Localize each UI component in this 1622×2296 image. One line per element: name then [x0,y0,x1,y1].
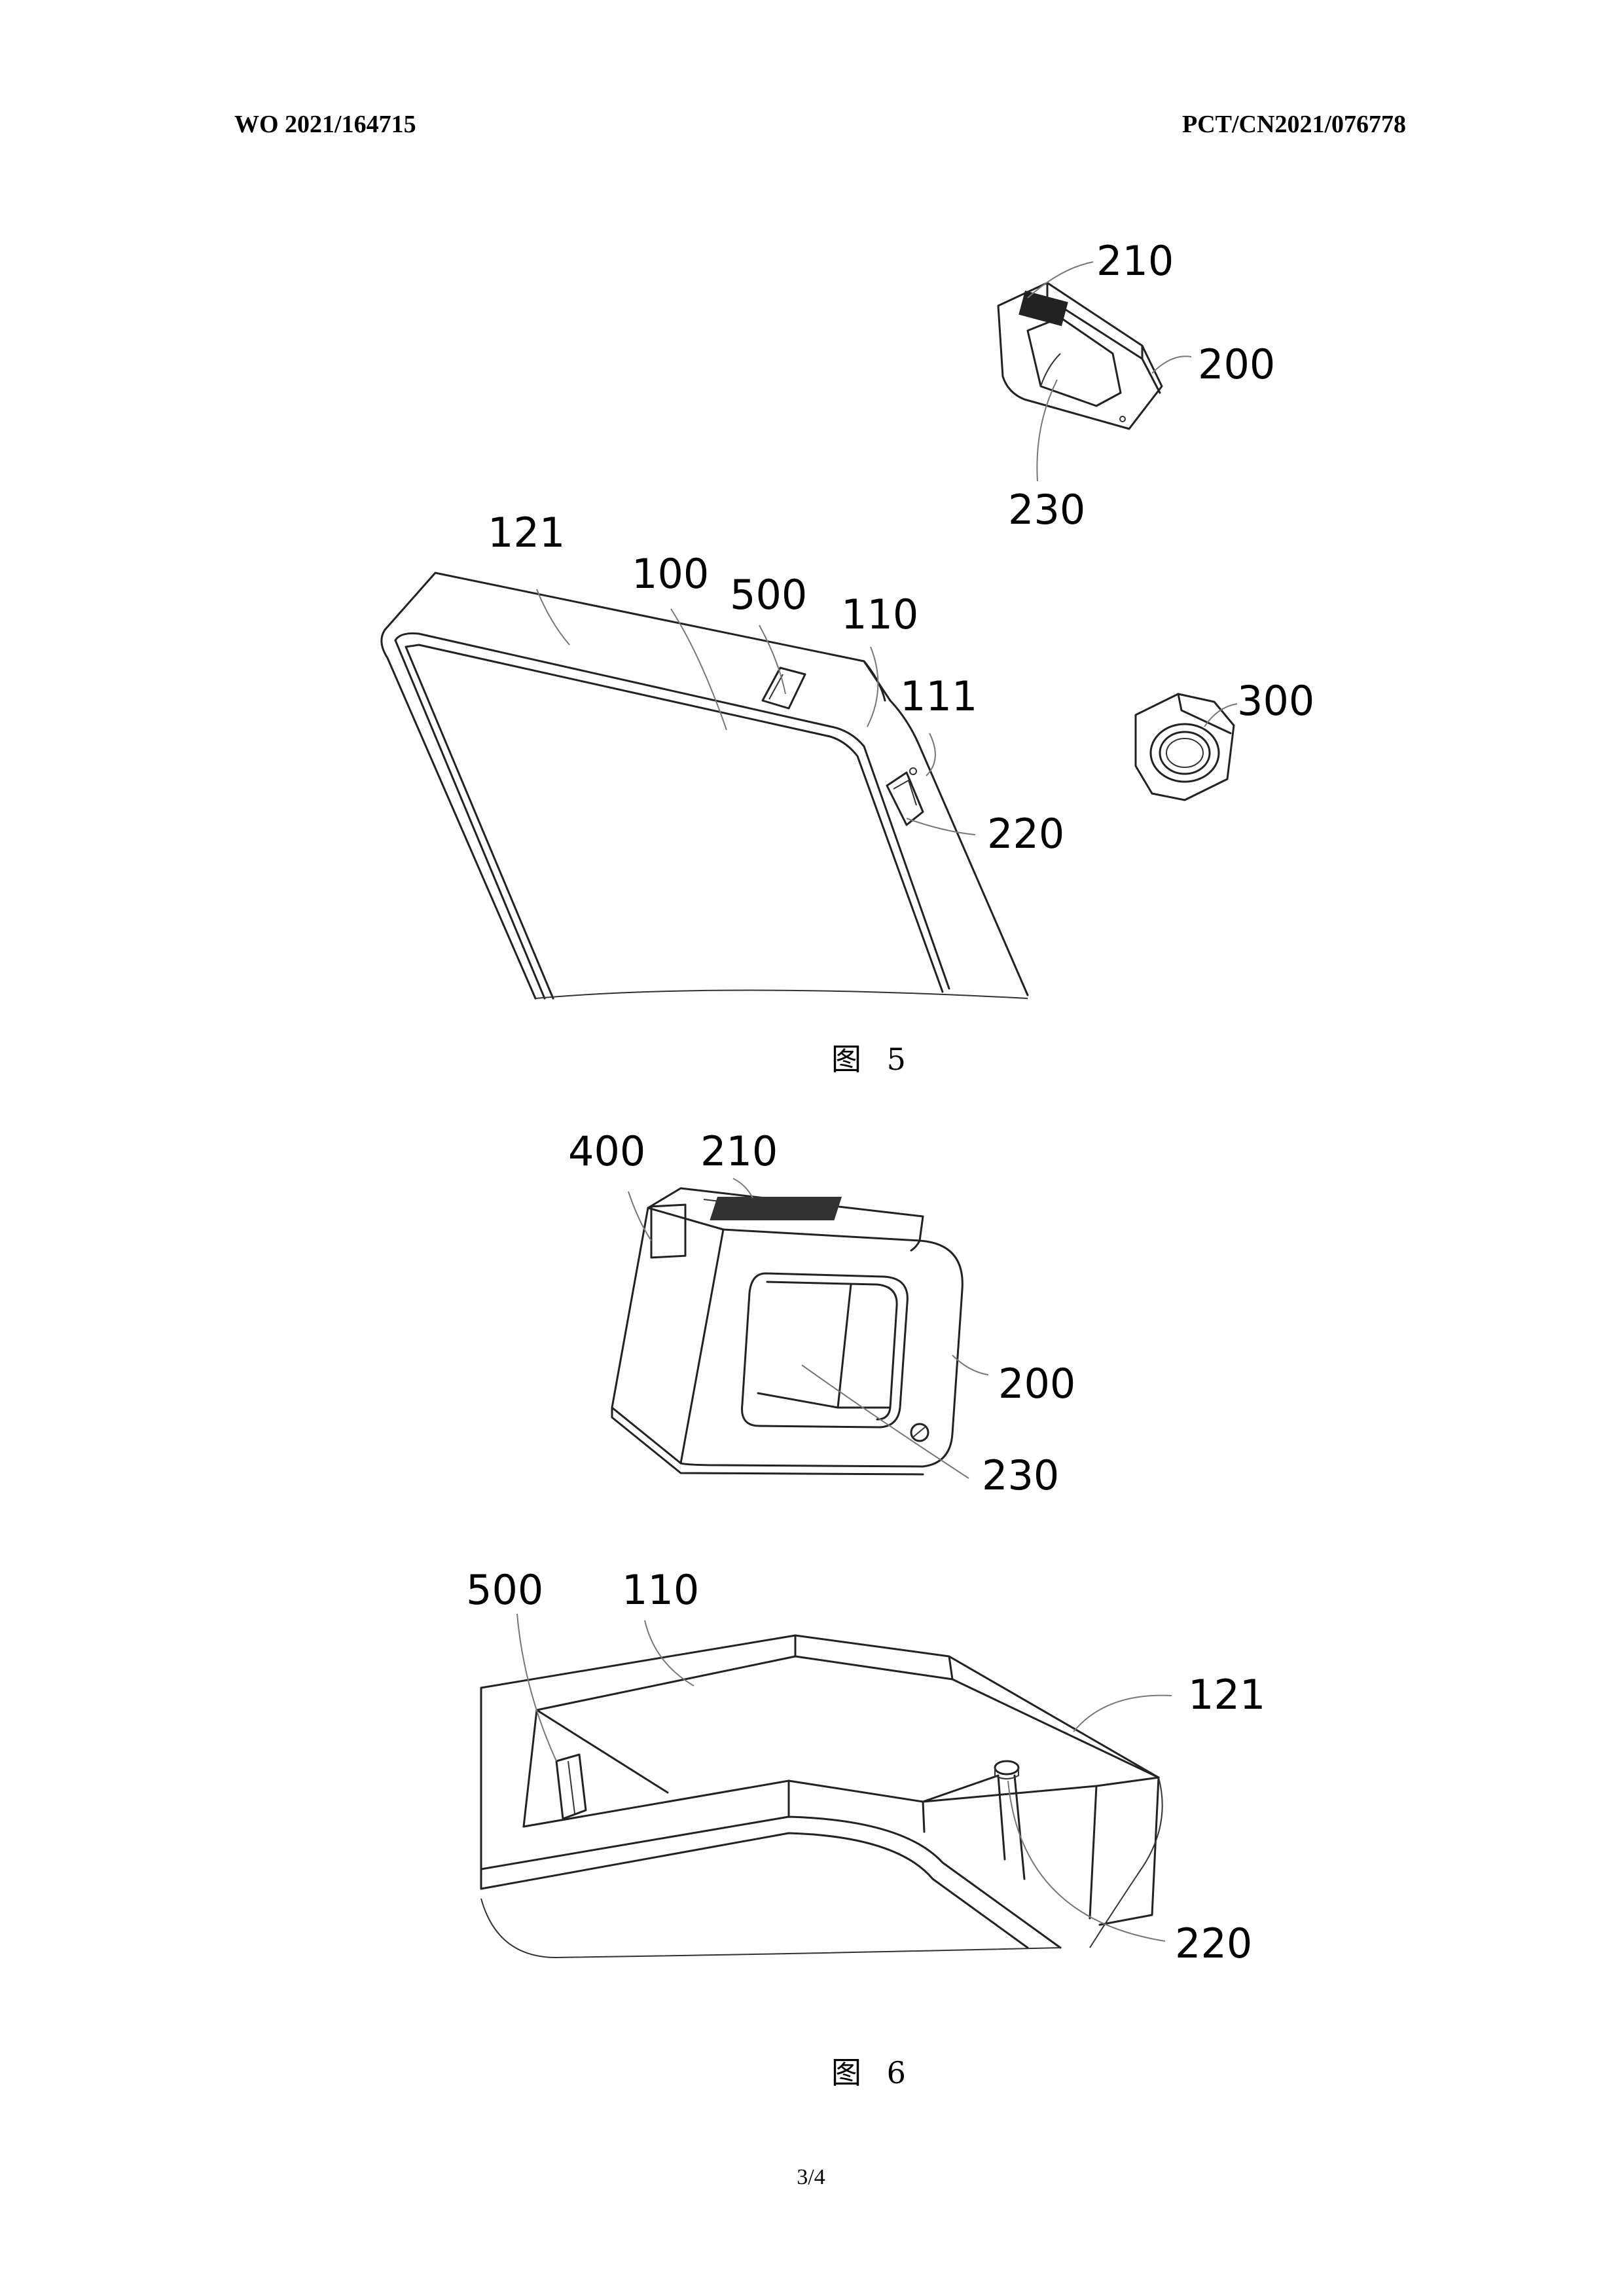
device-frame [380,572,1029,1000]
fig6-label-121: 121 [1188,1671,1265,1719]
application-number: PCT/CN2021/076778 [1182,111,1406,138]
fig5-label-200: 200 [1198,340,1275,388]
fig6-label-110: 110 [622,1566,699,1614]
fig6-label-400: 400 [568,1127,645,1175]
fig5-label-230: 230 [1008,486,1085,534]
publication-number: WO 2021/164715 [234,111,416,138]
fig5-label-100: 100 [632,550,709,598]
page-number: 3/4 [797,2165,825,2189]
fig5-label-110: 110 [841,591,918,638]
fig6-label-220: 220 [1175,1920,1252,1967]
fig6-label-500: 500 [466,1566,543,1614]
figure-5-caption: 图 5 [831,1042,914,1077]
component-200 [997,282,1163,430]
figure-6-frame-corner: 500 110 121 220 [466,1566,1265,1967]
component-300 [1134,693,1235,801]
fig5-label-220: 220 [987,810,1064,858]
fig5-label-500: 500 [730,571,807,619]
fig6-label-200: 200 [998,1360,1075,1408]
fig5-label-300: 300 [1237,677,1314,725]
figure-6-module: 400 210 200 230 [568,1127,1075,1499]
fig6-label-230: 230 [982,1451,1059,1499]
fig5-label-111: 111 [900,672,977,720]
figure-6-caption: 图 6 [831,2055,914,2090]
fig5-label-210: 210 [1096,237,1174,285]
fig5-label-121: 121 [488,509,565,556]
fig6-label-210: 210 [700,1127,778,1175]
figure-5: 210 200 230 121 100 500 110 111 300 220 [380,237,1314,1000]
